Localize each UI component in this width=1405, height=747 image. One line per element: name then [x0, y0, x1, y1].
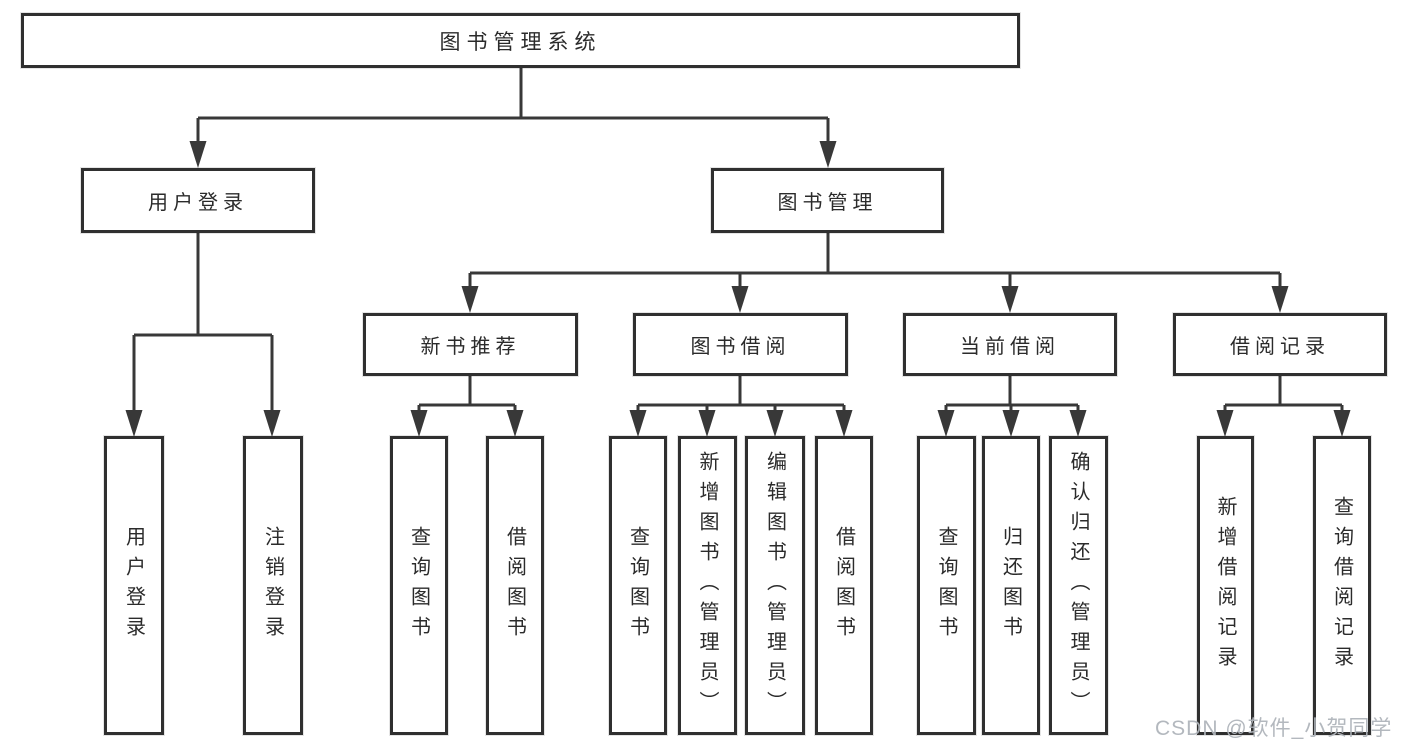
arrow-icon [766, 410, 784, 437]
edge-root-to-level2 [196, 68, 830, 147]
arrow-icon [410, 410, 428, 437]
leaf-confirm-return-admin: 确认归还（管理员） [1049, 436, 1108, 735]
leaf-logout: 注销登录 [243, 436, 303, 735]
leaf-borrow-books: 借阅图书 [815, 436, 873, 735]
node-user-login: 用户登录 [81, 168, 315, 233]
leaf-query-books-borrowing: 查询图书 [609, 436, 667, 735]
edge-bookmgmt-to-groups [468, 233, 1282, 292]
leaf-query-borrow-record: 查询借阅记录 [1313, 436, 1371, 735]
arrow-icon [1001, 286, 1019, 313]
edge-newbookrec-to-leaves [417, 376, 517, 416]
arrow-icon [819, 141, 837, 168]
arrow-icon [125, 410, 143, 437]
arrow-icon [189, 141, 207, 168]
arrow-icon [731, 286, 749, 313]
edge-bookborrow-to-leaves [636, 376, 846, 416]
node-new-book-recommend: 新书推荐 [363, 313, 578, 376]
arrow-icon [461, 286, 479, 313]
node-root-system: 图书管理系统 [21, 13, 1020, 68]
arrow-icon [835, 410, 853, 437]
edge-borrowrecords-to-leaves [1223, 376, 1344, 416]
node-borrow-records: 借阅记录 [1173, 313, 1387, 376]
leaf-query-books-current: 查询图书 [917, 436, 976, 735]
connector-edges [132, 68, 1344, 416]
arrow-icon [263, 410, 281, 437]
node-book-borrowing: 图书借阅 [633, 313, 848, 376]
arrow-icon [506, 410, 524, 437]
arrow-icon [698, 410, 716, 437]
arrowheads [125, 141, 1351, 437]
leaf-edit-books-admin: 编辑图书（管理员） [745, 436, 805, 735]
arrow-icon [937, 410, 955, 437]
leaf-add-books-admin: 新增图书（管理员） [678, 436, 737, 735]
leaf-query-books-recommend: 查询图书 [390, 436, 448, 735]
edge-userlogin-to-leaves [132, 233, 274, 416]
leaf-borrow-books-recommend: 借阅图书 [486, 436, 544, 735]
arrow-icon [1069, 410, 1087, 437]
arrow-icon [1333, 410, 1351, 437]
arrow-icon [1002, 410, 1020, 437]
leaf-add-borrow-record: 新增借阅记录 [1197, 436, 1254, 735]
leaf-user-login: 用户登录 [104, 436, 164, 735]
csdn-watermark: CSDN @软件_小贺同学 [1155, 717, 1393, 740]
leaf-return-books: 归还图书 [982, 436, 1040, 735]
arrow-icon [629, 410, 647, 437]
node-current-borrowing: 当前借阅 [903, 313, 1117, 376]
arrow-icon [1271, 286, 1289, 313]
arrow-icon [1216, 410, 1234, 437]
node-book-management: 图书管理 [711, 168, 944, 233]
